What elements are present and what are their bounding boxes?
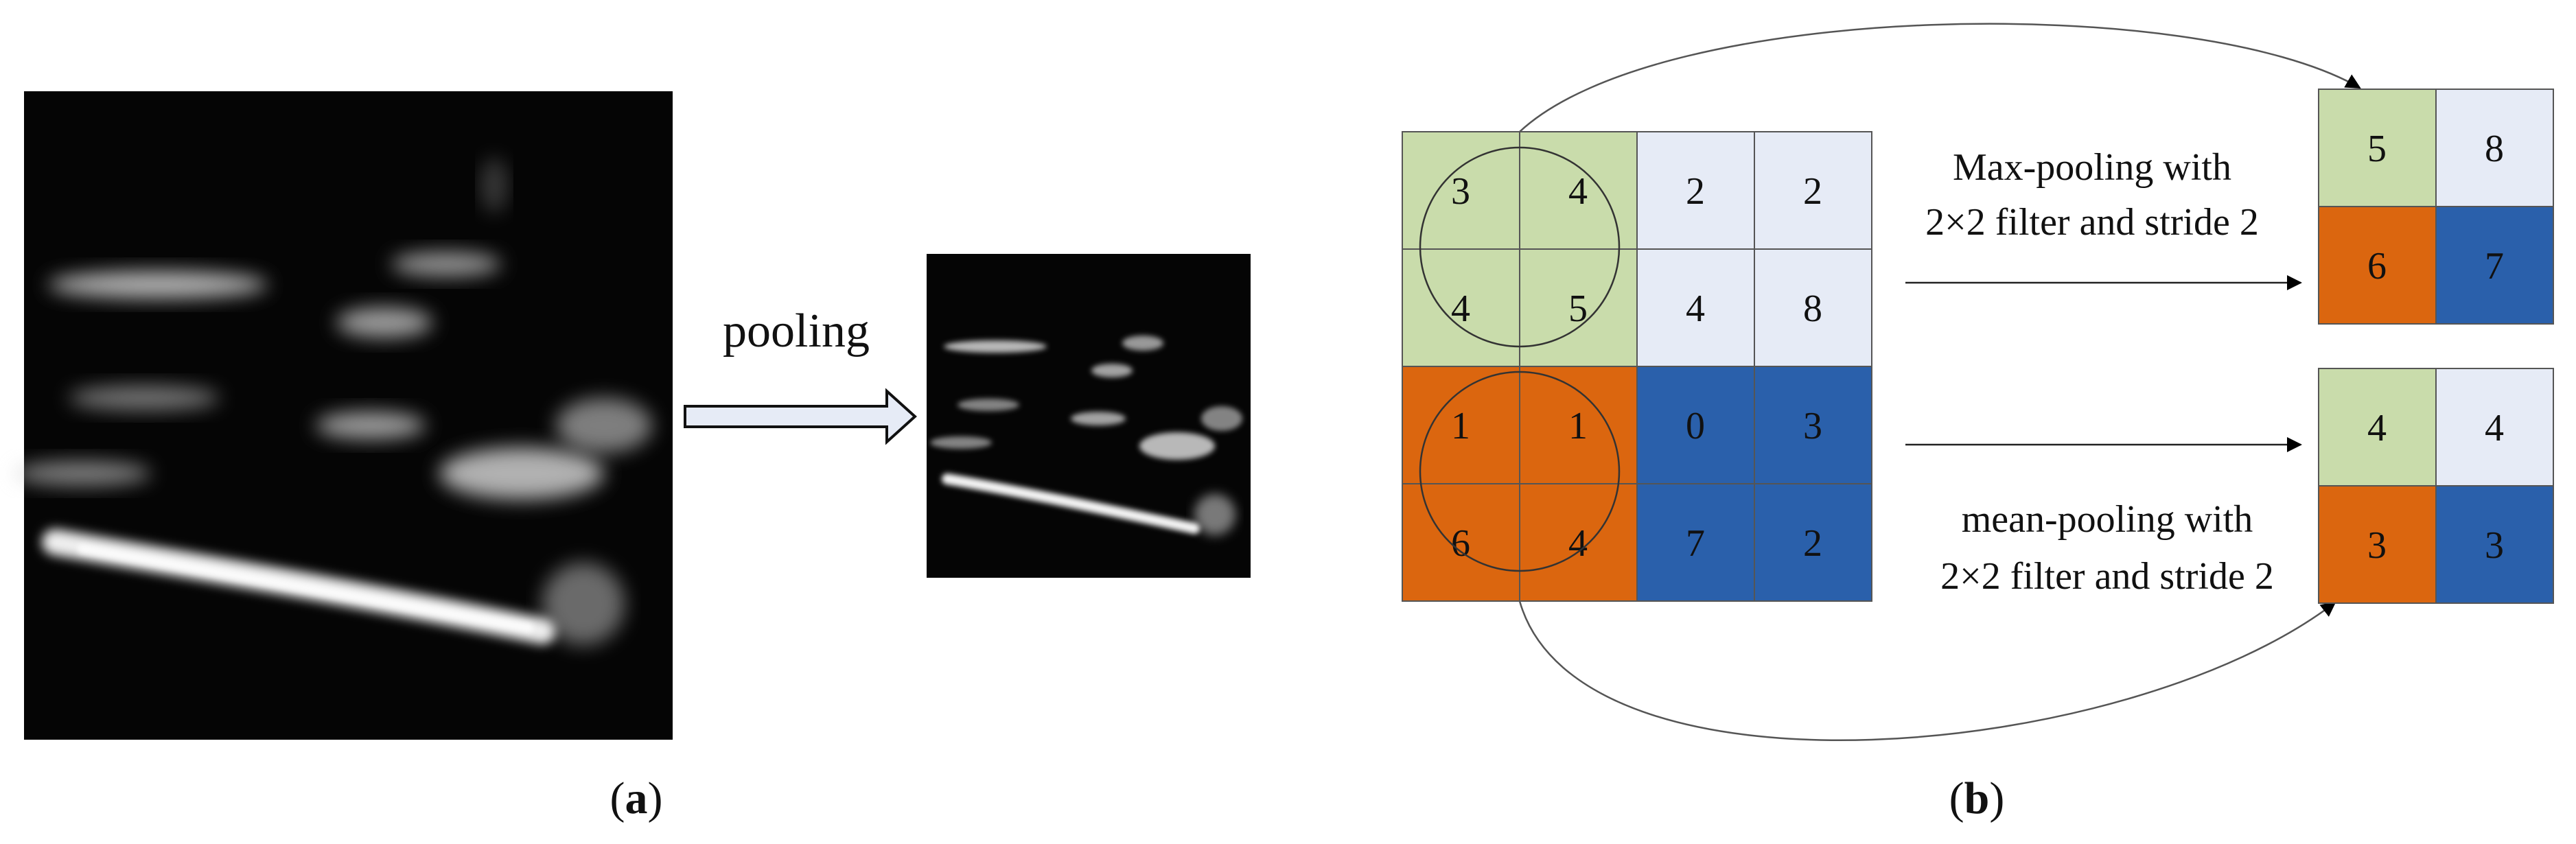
pooling-window-circle-bottom [1419, 371, 1621, 572]
input-cell-value: 1 [1451, 405, 1470, 447]
output-cell [2435, 206, 2554, 325]
output-cell [2435, 485, 2554, 604]
max-pooling-output: 5 8 6 7 [2318, 89, 2554, 325]
output-cell-value: 4 [2367, 407, 2387, 449]
output-cell-value: 6 [2367, 245, 2387, 288]
input-cell [1519, 483, 1638, 602]
input-cell-value: 4 [1686, 288, 1705, 330]
input-cell-value: 4 [1568, 170, 1588, 213]
output-cell-value: 3 [2485, 524, 2504, 567]
input-cell-value: 8 [1803, 288, 1822, 330]
pooling-window-circle-top [1419, 146, 1621, 348]
input-cell-value: 2 [1686, 170, 1705, 213]
output-cell [2318, 89, 2437, 207]
input-cell [1754, 131, 1872, 250]
input-cell [1402, 483, 1520, 602]
output-cell [2318, 485, 2437, 604]
mean-pooling-output: 4 4 3 3 [2318, 368, 2554, 604]
curve-arrow-to-mean [1518, 600, 2336, 742]
curve-arrow-to-max [1519, 23, 2361, 132]
output-cell-value: 5 [2367, 128, 2387, 170]
input-cell [1636, 131, 1755, 250]
pooling-arrow [684, 388, 917, 445]
input-cell-value: 5 [1568, 288, 1588, 330]
input-cell [1754, 483, 1872, 602]
panel-a: pooling (a) [14, 91, 1251, 823]
output-cell-value: 3 [2367, 524, 2387, 567]
input-cell-value: 6 [1451, 522, 1470, 565]
input-cell-value: 2 [1803, 170, 1822, 213]
input-cell-value: 1 [1568, 405, 1588, 447]
output-cell [2318, 206, 2437, 325]
max-pooling-label-line1: Max-pooling with [1953, 146, 2231, 189]
input-cell-value: 3 [1451, 170, 1470, 213]
output-cell-value: 8 [2485, 128, 2504, 170]
input-cell-value: 0 [1686, 405, 1705, 447]
output-cell [2435, 368, 2554, 487]
feature-map-image [14, 91, 673, 740]
input-matrix: 3 4 2 2 4 5 4 8 1 1 0 3 6 4 7 2 [1402, 131, 1872, 602]
output-cell-value: 7 [2485, 245, 2504, 288]
pooled-map-image [927, 254, 1251, 578]
input-cell [1754, 366, 1872, 484]
input-cell-value: 3 [1803, 405, 1822, 447]
input-cell [1519, 366, 1638, 484]
input-cell-value: 4 [1568, 522, 1588, 565]
max-pooling-label-line2: 2×2 filter and stride 2 [1925, 201, 2259, 244]
output-cell-value: 4 [2485, 407, 2504, 449]
output-cell [2435, 89, 2554, 207]
input-cell-value: 4 [1451, 288, 1470, 330]
panel-b: 3 4 2 2 4 5 4 8 1 1 0 3 6 4 7 2 [1402, 23, 2554, 823]
input-cell [1636, 366, 1755, 484]
caption-a: (a) [610, 773, 663, 823]
mean-pooling-label-line2: 2×2 filter and stride 2 [1940, 555, 2274, 598]
caption-b: (b) [1949, 773, 2005, 823]
input-cell [1754, 248, 1872, 367]
input-cell [1636, 483, 1755, 602]
pooling-label: pooling [723, 305, 870, 357]
input-cell-value: 2 [1803, 522, 1822, 565]
mean-pooling-label-line1: mean-pooling with [1962, 498, 2253, 541]
input-cell-value: 7 [1686, 522, 1705, 565]
